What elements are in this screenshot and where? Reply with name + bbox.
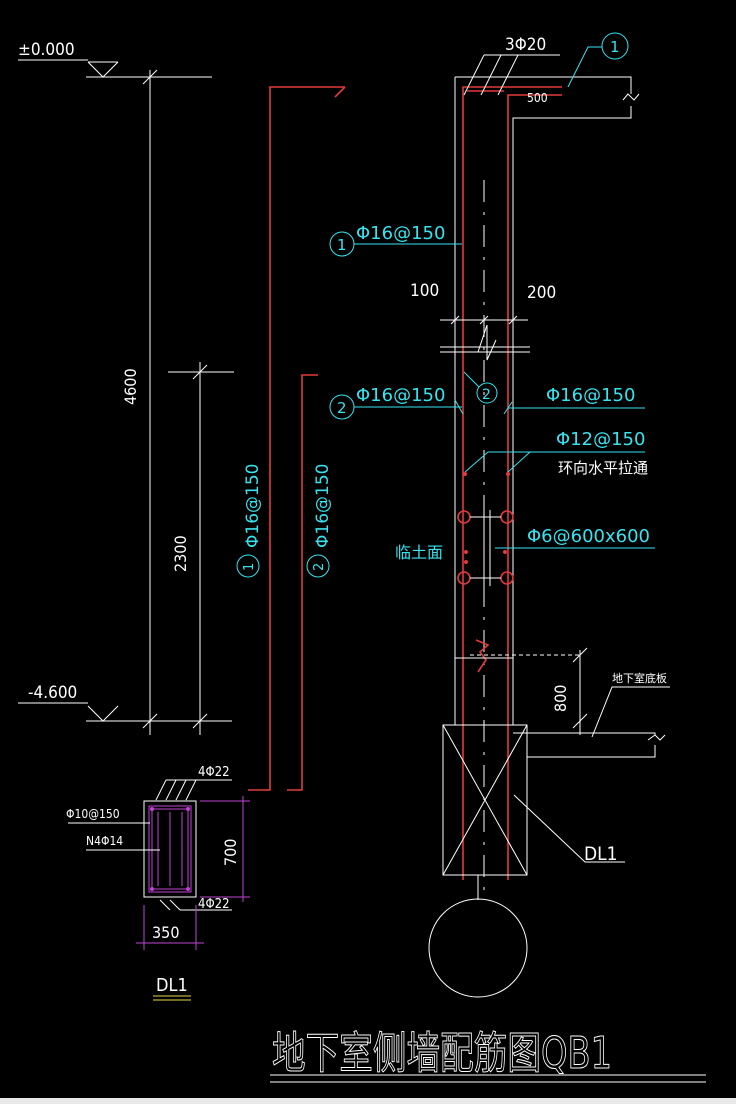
beam-tag-label: DL1 bbox=[584, 843, 618, 865]
basement-slab-label: 地下室底板 bbox=[612, 671, 667, 685]
marker-bar2-inner-text: 2 bbox=[482, 387, 491, 403]
bar-shape-2-marker: 2 bbox=[312, 563, 327, 571]
slab-offset-label: 800 bbox=[551, 685, 570, 712]
callout-horizontal-note: 环向水平拉通 bbox=[558, 459, 648, 477]
bar-shape-1: 1 Φ16@150 bbox=[236, 86, 346, 791]
bar-shape-2-label: Φ16@150 bbox=[313, 464, 333, 548]
callout-horizontal-label: Φ12@150 bbox=[556, 429, 645, 450]
bar-shape-1-marker: 1 bbox=[242, 563, 257, 571]
beam-bottom-bars: 4Φ22 bbox=[198, 897, 230, 912]
pile bbox=[428, 875, 528, 998]
beam-section-name: DL1 bbox=[156, 975, 188, 996]
callout-bar1-marker: 1 bbox=[337, 236, 347, 254]
wall-rebar bbox=[462, 86, 562, 880]
dim-right-cover-label: 200 bbox=[527, 283, 556, 303]
beam-side-bars: N4Φ14 bbox=[86, 834, 123, 848]
dim-covers: 100 200 bbox=[410, 281, 556, 327]
callout-top-marker: 1 bbox=[610, 38, 620, 56]
callout-horizontal: Φ12@150 环向水平拉通 bbox=[463, 429, 648, 477]
drawing-title: 地下室侧墙配筋图QB1 bbox=[272, 1028, 612, 1079]
tie-detail: Φ6@600x600 bbox=[457, 510, 655, 586]
callout-top-bars-label: 3Φ20 bbox=[505, 35, 546, 55]
callout-bar1-label: Φ16@150 bbox=[356, 223, 445, 244]
beam-width-label: 350 bbox=[152, 923, 179, 942]
dim-total-height-label: 4600 bbox=[121, 368, 140, 405]
wall-outline bbox=[454, 76, 640, 900]
top-extension-label: 500 bbox=[527, 91, 548, 105]
dim-left-cover-label: 100 bbox=[410, 281, 439, 301]
beam-top-bars: 4Φ22 bbox=[198, 765, 230, 780]
soil-face-label: 临土面 bbox=[395, 543, 443, 562]
drawing-title-block: 地下室侧墙配筋图QB1 bbox=[270, 1028, 706, 1083]
elevation-bottom: -4.600 bbox=[18, 683, 232, 722]
elevation-bottom-label: -4.600 bbox=[28, 683, 77, 703]
beam-depth-label: 700 bbox=[221, 839, 240, 866]
basement-slab: 800 地下室底板 bbox=[513, 647, 670, 758]
callout-inner-vertical: Φ16@150 bbox=[503, 385, 645, 415]
beam-dl1-elevation: DL1 bbox=[442, 724, 625, 876]
elevation-top-label: ±0.000 bbox=[18, 40, 75, 60]
dim-lower-height-label: 2300 bbox=[171, 535, 190, 572]
callout-bar1: 1 Φ16@150 bbox=[329, 223, 462, 257]
dim-total-height: 4600 bbox=[121, 69, 158, 735]
bar-shape-1-label: Φ16@150 bbox=[243, 464, 263, 548]
break-symbol bbox=[440, 324, 582, 659]
elevation-top: ±0.000 bbox=[18, 40, 212, 78]
callout-bar2: 2 Φ16@150 bbox=[329, 385, 464, 420]
callout-bar2-marker: 2 bbox=[337, 399, 347, 417]
beam-section: 4Φ22 Φ10@150 N4Φ14 4Φ22 700 350 DL1 bbox=[66, 765, 250, 1001]
bar-shape-2: 2 Φ16@150 bbox=[287, 374, 333, 791]
beam-stirrups: Φ10@150 bbox=[66, 807, 120, 821]
callout-inner-vertical-label: Φ16@150 bbox=[546, 385, 635, 406]
dim-lower-height: 2300 bbox=[168, 362, 234, 735]
tie-label: Φ6@600x600 bbox=[527, 526, 650, 547]
callout-top-bars: 3Φ20 500 1 bbox=[463, 32, 629, 105]
bottom-strip bbox=[0, 1098, 736, 1104]
marker-bar2-inner: 2 bbox=[463, 371, 498, 404]
callout-bar2-label: Φ16@150 bbox=[356, 385, 445, 406]
